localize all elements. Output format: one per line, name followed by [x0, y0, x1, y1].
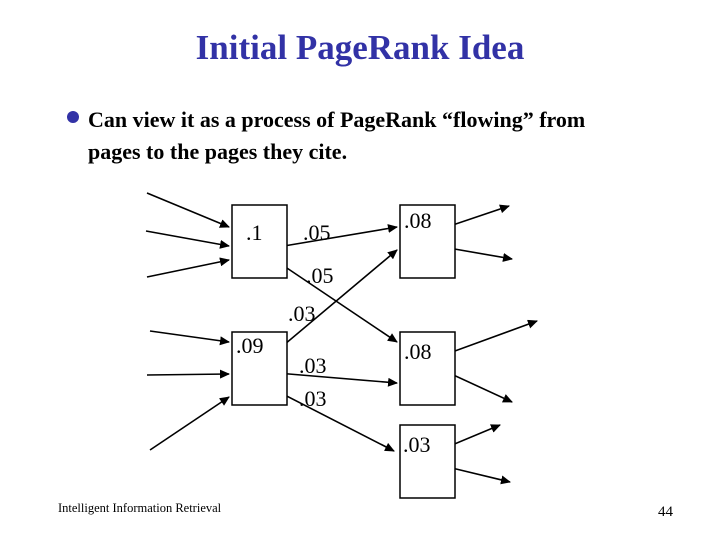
node-box-page-a	[231, 204, 288, 279]
node-label-page-c: .09	[236, 333, 264, 358]
node-label-page-b: .08	[404, 208, 432, 233]
node-box-page-d	[399, 331, 456, 406]
flow-arrow-into-a-2	[145, 230, 230, 249]
bullet-item: Can view it as a process of PageRank “fl…	[88, 104, 668, 168]
edge-label-3: .03	[299, 353, 327, 378]
bullet-line-1: Can view it as a process of PageRank “fl…	[88, 107, 586, 132]
flow-arrow-into-c-3	[149, 396, 230, 451]
page-number: 44	[658, 504, 673, 520]
node-box-page-c	[231, 331, 288, 406]
bullet-line-2: pages to the pages they cite.	[88, 139, 348, 164]
flow-arrow-into-c-1	[149, 330, 230, 346]
node-label-page-e: .03	[403, 432, 431, 457]
edge-label-1: .05	[306, 263, 334, 288]
edge-label-0: .05	[303, 220, 331, 245]
node-label-page-d: .08	[404, 339, 432, 364]
node-box-page-b	[399, 204, 456, 279]
slide-title: Initial PageRank Idea	[195, 28, 525, 67]
flow-arrow-into-a-3	[146, 257, 230, 278]
edge-label-2: .03	[288, 301, 316, 326]
bullet-dot-icon	[67, 111, 79, 123]
node-box-page-e	[399, 424, 456, 499]
flow-arrow-into-a-1	[146, 192, 230, 228]
node-label-page-a: .1	[246, 220, 263, 245]
flow-arrow-into-c-2	[146, 369, 230, 379]
edge-label-4: .03	[299, 386, 327, 411]
footer-text: Intelligent Information Retrieval	[58, 501, 222, 515]
